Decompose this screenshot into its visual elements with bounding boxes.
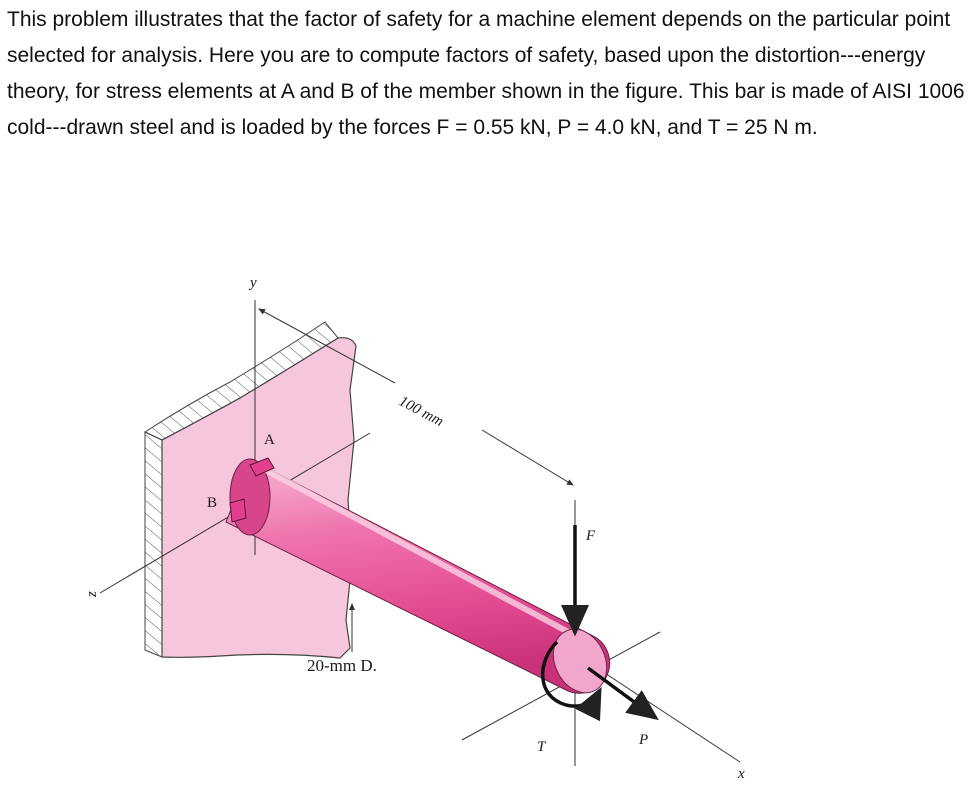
element-b: [229, 498, 247, 523]
z-axis-label: z: [84, 591, 100, 598]
round-bar: [225, 458, 611, 694]
x-axis-line: [587, 661, 741, 763]
length-dimension: [258, 308, 574, 486]
point-a-label: A: [264, 432, 275, 448]
force-p-label: P: [638, 732, 648, 748]
problem-statement: This problem illustrates that the factor…: [7, 8, 965, 139]
loads: [349, 525, 659, 722]
bar-body: [225, 459, 611, 694]
force-p-arrow: [586, 666, 659, 721]
force-f-label: F: [585, 528, 596, 544]
diameter-label: 20-mm D.: [307, 656, 377, 675]
x-axis-label: x: [737, 766, 745, 782]
torque-t-label: T: [537, 739, 547, 755]
wall-left-hatch: [144, 431, 163, 658]
wall-top-hatch: [143, 321, 339, 441]
point-b-label: B: [207, 495, 217, 511]
torque-t-arrow: [541, 640, 602, 722]
stress-elements: [229, 457, 275, 523]
y-axis-label: y: [248, 275, 257, 291]
length-dimension-label: 100 mm: [396, 393, 446, 430]
element-a: [249, 457, 275, 477]
bar-highlight: [259, 465, 588, 644]
